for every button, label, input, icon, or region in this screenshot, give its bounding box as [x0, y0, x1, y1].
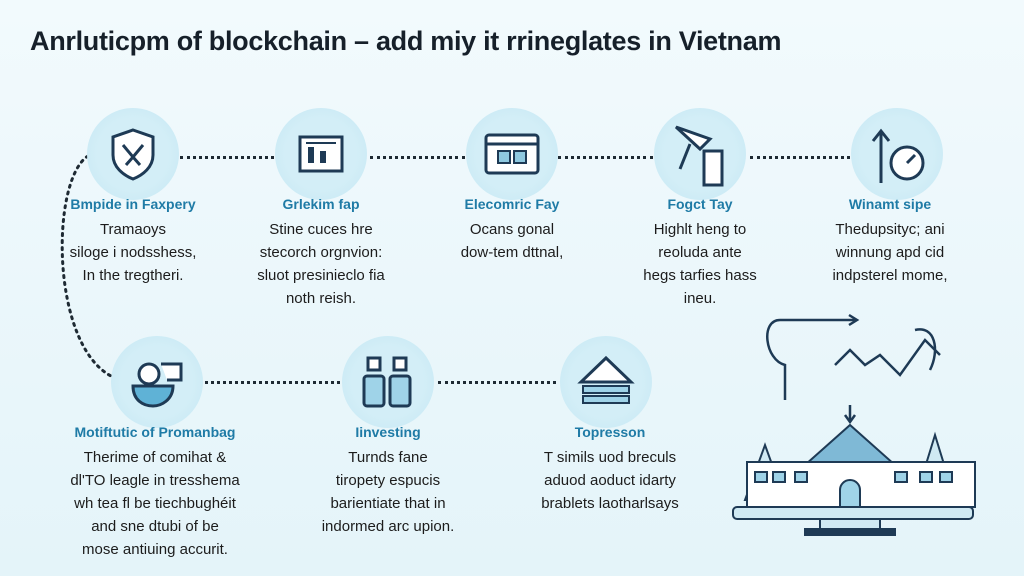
growth-gauge-icon [851, 108, 943, 200]
connector-row1 [750, 156, 850, 159]
step-8: Topresson T simils uod breculs aduod aoduc… [500, 424, 720, 515]
connector-arc [60, 154, 117, 380]
step-text: stecorch orgnvion: [259, 244, 383, 261]
step-text: Highlt heng to [653, 221, 747, 238]
step-text: noth reish. [285, 290, 357, 307]
line-chart-icon [766, 313, 941, 425]
step-title: Fogct Tay [667, 196, 733, 212]
page-title: Anrluticpm of blockchain – add miy it rr… [30, 26, 782, 56]
step-text: aduod aoduct idarty [544, 472, 676, 489]
connector-row1 [558, 156, 653, 159]
people-icon [342, 336, 434, 428]
building-icon [732, 423, 976, 536]
connector-row1 [180, 156, 280, 159]
step-text: indormed arc upion. [321, 518, 455, 535]
connector-row1 [370, 156, 465, 159]
step-title: Elecomric Fay [464, 196, 560, 212]
step-text: barientiate that in [330, 495, 446, 512]
step-text: winnung apd cid [835, 244, 945, 261]
step-title: Bmpide in Faxpery [70, 196, 196, 212]
step-text: T simils uod breculs [543, 449, 677, 466]
step-text: In the tregtheri. [82, 267, 184, 284]
step-title: Iinvesting [355, 424, 421, 440]
step-text: Thedupsityc; ani [835, 221, 945, 238]
step-text: dow-tem dttnal, [460, 244, 564, 261]
connector-row2 [438, 381, 556, 384]
step-text: sluot presinieclo fia [257, 267, 385, 284]
step-title: Motiftutic of Promanbag [74, 424, 236, 440]
step-title: Grlekim fap [282, 196, 360, 212]
shield-icon [87, 108, 179, 200]
building-chart-illustration [732, 313, 976, 536]
coin-bowl-icon [111, 336, 203, 428]
step-text: Tramaoys [99, 221, 167, 238]
step-text: indpsterel mome, [832, 267, 948, 284]
step-text: Stine cuces hre [269, 221, 373, 238]
step-text: dl'TO leagle in tresshema [70, 472, 240, 489]
step-text: wh tea fl be tiechbughéit [74, 495, 236, 512]
step-text: reoluda ante [658, 244, 742, 261]
bank-window-icon [466, 108, 558, 200]
step-text: hegs tarfies hass [643, 267, 757, 284]
step-text: Turnds fane [348, 449, 428, 466]
stacked-layers-icon [560, 336, 652, 428]
step-text: Ocans gonal [469, 221, 555, 238]
connector-row2 [205, 381, 340, 384]
step-text: mose antiuing accurit. [82, 541, 228, 558]
step-text: brablets laotharlsays [541, 495, 679, 512]
step-title: Topresson [574, 424, 646, 440]
step-text: Therime of comihat & [83, 449, 227, 466]
step-text: ineu. [683, 290, 717, 307]
step-title: Winamt sipe [848, 196, 932, 212]
step-text: and sne dtubi of be [91, 518, 219, 535]
document-chart-icon [275, 108, 367, 200]
tools-device-icon [654, 108, 746, 200]
step-text: tiropety espucis [335, 472, 441, 489]
step-text: siloge i nodsshess, [69, 244, 197, 261]
